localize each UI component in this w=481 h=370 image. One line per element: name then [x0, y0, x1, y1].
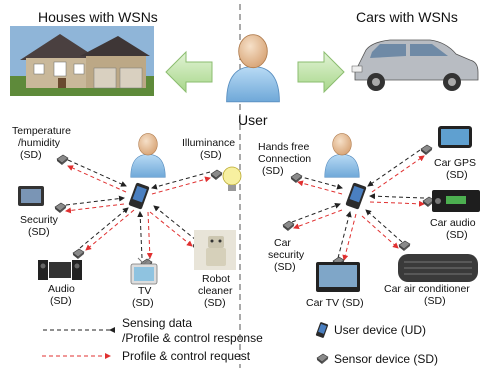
- sd-carsecurity-icon: [282, 220, 295, 232]
- car-image: [351, 39, 479, 91]
- svg-text:(SD): (SD): [446, 169, 468, 181]
- svg-text:(SD): (SD): [274, 261, 296, 273]
- svg-text:security: security: [268, 249, 305, 261]
- label-audio: Audio (SD): [48, 283, 75, 307]
- label-robot: Robot cleaner (SD): [198, 273, 233, 309]
- air-vent-icon: [398, 254, 478, 282]
- sd-temp-icon: [56, 154, 69, 166]
- house-user-device-icon: [128, 182, 150, 210]
- svg-text:Car air conditioner: Car air conditioner: [384, 283, 470, 295]
- tv-icon: [130, 257, 158, 285]
- svg-text:(SD): (SD): [262, 165, 284, 177]
- house-image: [10, 26, 154, 96]
- svg-text:Car TV (SD): Car TV (SD): [306, 297, 364, 309]
- stereo-icon: [38, 260, 82, 280]
- svg-text:TV: TV: [138, 285, 151, 297]
- label-ac: Car air conditioner (SD): [384, 283, 470, 307]
- label-illuminance: Illuminance (SD): [182, 137, 235, 161]
- car-user-device-icon: [345, 182, 367, 210]
- label-temperature: Temperature /humidity (SD): [12, 125, 71, 161]
- car-tv-icon: [316, 262, 360, 292]
- legend-sensor-device: Sensor device (SD): [334, 352, 438, 366]
- house-arrows: [65, 159, 211, 259]
- svg-text:Audio: Audio: [48, 283, 75, 295]
- legend-sensing-line2: /Profile & control response: [122, 331, 263, 345]
- svg-text:Security: Security: [20, 214, 59, 226]
- svg-text:(SD): (SD): [132, 297, 154, 309]
- security-panel-icon: [18, 186, 44, 206]
- robot-icon: [194, 230, 236, 270]
- svg-text:Illuminance: Illuminance: [182, 137, 235, 149]
- label-cartv: Car TV (SD): [306, 297, 364, 309]
- legend: Sensing data /Profile & control response…: [42, 316, 438, 366]
- car-radio-icon: [432, 190, 480, 212]
- car-arrows: [291, 149, 425, 261]
- label-gps: Car GPS (SD): [434, 157, 476, 181]
- svg-text:Hands free: Hands free: [258, 141, 310, 153]
- sd-gps-icon: [420, 144, 433, 156]
- svg-text:/humidity: /humidity: [18, 137, 61, 149]
- svg-text:(SD): (SD): [20, 149, 42, 161]
- svg-text:Car: Car: [274, 237, 291, 249]
- svg-text:(SD): (SD): [200, 149, 222, 161]
- sd-illum-icon: [210, 169, 223, 181]
- legend-user-device: User device (UD): [334, 323, 426, 337]
- arrow-to-house: [165, 50, 213, 94]
- svg-text:Car audio: Car audio: [430, 217, 476, 229]
- sd-ac-icon: [398, 240, 411, 252]
- svg-text:Temperature: Temperature: [12, 125, 71, 137]
- svg-text:Robot: Robot: [202, 273, 230, 285]
- legend-sd-icon: [316, 353, 329, 365]
- label-caraudio: Car audio (SD): [430, 217, 476, 241]
- gps-device-icon: [438, 126, 472, 148]
- svg-text:(SD): (SD): [424, 295, 446, 307]
- svg-text:(SD): (SD): [28, 226, 50, 238]
- svg-text:(SD): (SD): [50, 295, 72, 307]
- sd-audio-icon: [72, 248, 85, 260]
- label-security: Security (SD): [20, 214, 59, 238]
- label-carsecurity: Car security (SD): [268, 237, 305, 273]
- house-user-icon: [130, 133, 166, 178]
- user-label: User: [238, 112, 268, 128]
- title-cars: Cars with WSNs: [356, 9, 458, 25]
- sd-handsfree-icon: [290, 172, 303, 184]
- legend-request: Profile & control request: [122, 349, 251, 363]
- svg-text:Connection: Connection: [258, 153, 311, 165]
- arrow-to-car: [297, 50, 345, 94]
- legend-sensing-line1: Sensing data: [122, 316, 192, 330]
- label-tv: TV (SD): [132, 285, 154, 309]
- svg-text:cleaner: cleaner: [198, 285, 233, 297]
- sd-security-icon: [54, 202, 67, 214]
- svg-text:Car GPS: Car GPS: [434, 157, 476, 169]
- user-icon: [226, 34, 280, 103]
- label-handsfree: Hands free Connection (SD): [258, 141, 311, 177]
- legend-ud-icon: [315, 321, 329, 339]
- title-houses: Houses with WSNs: [38, 9, 158, 25]
- svg-text:(SD): (SD): [446, 229, 468, 241]
- lightbulb-icon: [222, 166, 242, 191]
- svg-text:(SD): (SD): [204, 297, 226, 309]
- car-user-icon: [324, 133, 360, 178]
